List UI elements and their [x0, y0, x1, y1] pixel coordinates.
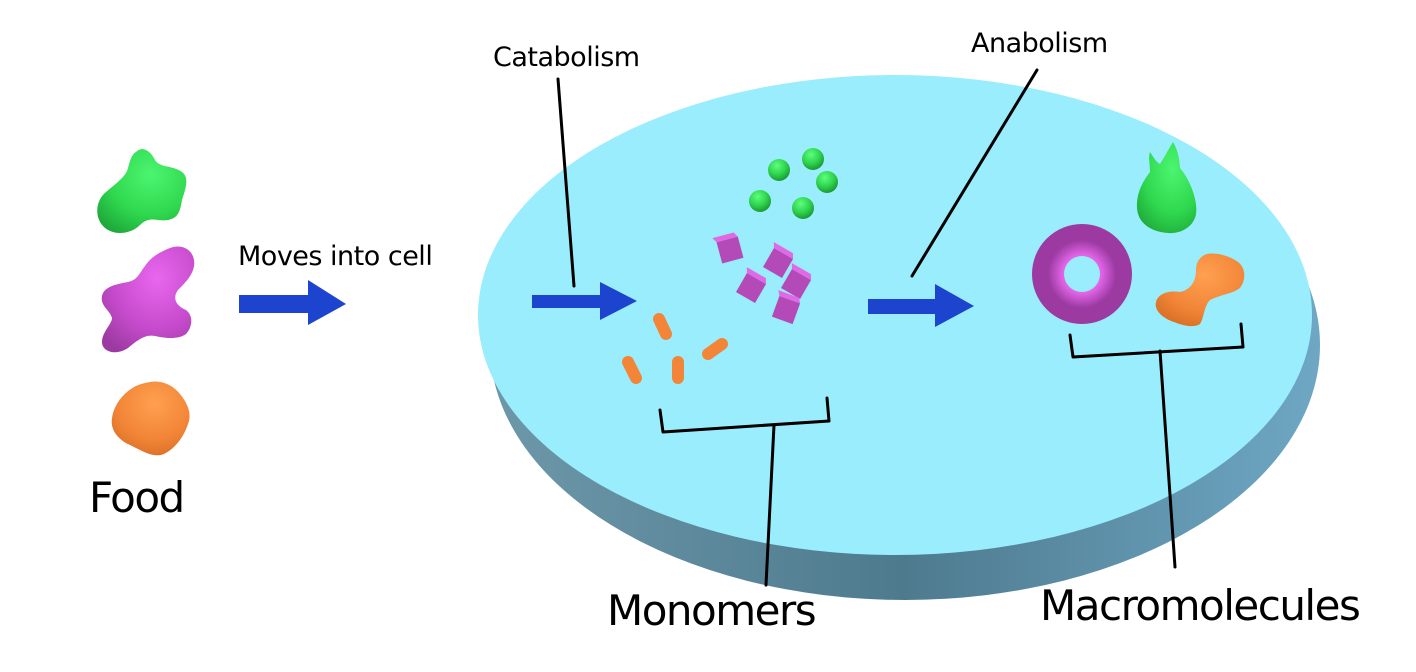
leader-lines — [556, 68, 1245, 587]
moves-into-cell-label: Moves into cell — [238, 241, 433, 272]
magenta-cube — [762, 242, 794, 279]
orange-rod — [702, 338, 728, 360]
magenta-cube — [771, 290, 801, 325]
catabolism-leader-line — [556, 77, 576, 288]
green-sphere — [749, 190, 771, 212]
green-sphere — [802, 148, 824, 170]
magenta-cube — [735, 267, 767, 304]
monomers-bracket — [658, 396, 831, 434]
magenta-cube — [712, 232, 744, 264]
green-sphere — [792, 197, 814, 219]
macromolecules-group — [1032, 142, 1245, 327]
green-spheres — [749, 148, 838, 219]
anabolism-arrow — [868, 284, 974, 327]
macromolecules-label: Macromolecules — [1040, 581, 1361, 630]
magenta-cubes — [712, 232, 812, 325]
moves-into-cell-arrow — [239, 280, 346, 325]
catabolism-arrow — [532, 282, 637, 320]
macromolecules-bracket — [1068, 322, 1245, 359]
orange-rods — [622, 313, 728, 384]
magenta-food-blob — [101, 246, 195, 353]
magenta-cube — [780, 263, 812, 300]
food-label: Food — [89, 473, 185, 522]
cell-top — [478, 75, 1312, 555]
orange-bowtie-shape — [1155, 253, 1245, 327]
green-sphere — [816, 171, 838, 193]
food-group — [97, 149, 195, 456]
orange-rod — [622, 356, 642, 384]
magenta-torus — [1032, 224, 1132, 324]
green-food-blob — [97, 149, 187, 234]
green-sphere — [768, 159, 790, 181]
monomers-label: Monomers — [607, 586, 817, 635]
anabolism-leader-line — [910, 68, 1039, 278]
macromolecules-leader-line — [1158, 349, 1177, 569]
green-pear-shape — [1136, 142, 1197, 234]
catabolism-label: Catabolism — [493, 42, 640, 73]
cell-disc — [478, 75, 1320, 600]
monomers-leader-line — [764, 423, 776, 587]
anabolism-label: Anabolism — [971, 28, 1108, 59]
orange-food-blob — [111, 381, 190, 456]
orange-rod — [653, 313, 672, 340]
